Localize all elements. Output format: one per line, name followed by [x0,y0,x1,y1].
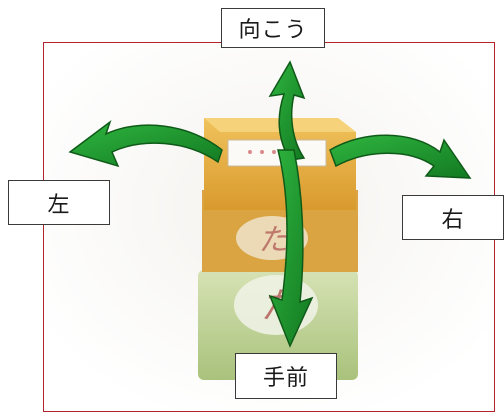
label-left: 左 [8,180,110,225]
middle-box-glyph: た [258,223,289,258]
arrow-up-icon [268,60,306,161]
label-back: 向こう [221,8,325,48]
arrow-right-icon [329,134,472,179]
label-front: 手前 [235,353,337,399]
arrow-left-icon [68,119,223,168]
label-right: 右 [402,195,504,240]
arrow-down-icon [268,149,314,348]
